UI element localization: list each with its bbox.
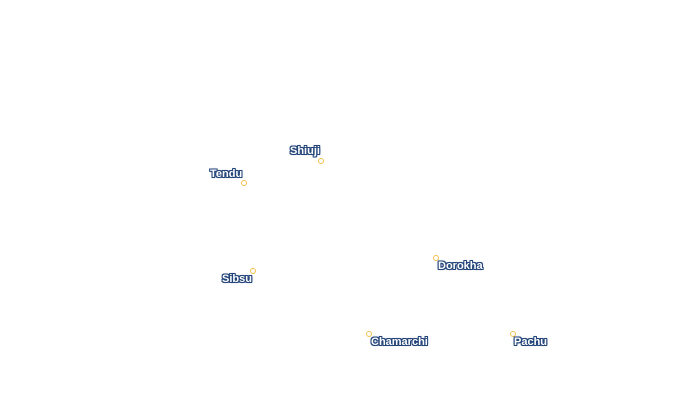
place-label-dorokha: Dorokha <box>438 260 483 272</box>
place-marker-chamarchi[interactable] <box>366 331 372 337</box>
place-marker-tendu[interactable] <box>241 180 247 186</box>
place-marker-sibsu[interactable] <box>250 268 256 274</box>
place-label-sibsu: Sibsu <box>222 273 252 285</box>
place-label-chamarchi: Chamarchi <box>371 336 428 348</box>
place-marker-shiuji[interactable] <box>318 158 324 164</box>
place-label-tendu: Tendu <box>210 168 243 180</box>
place-marker-pachu[interactable] <box>510 331 516 337</box>
place-marker-dorokha[interactable] <box>433 255 439 261</box>
place-label-pachu: Pachu <box>514 336 548 348</box>
place-label-shiuji: Shiuji <box>290 145 320 157</box>
